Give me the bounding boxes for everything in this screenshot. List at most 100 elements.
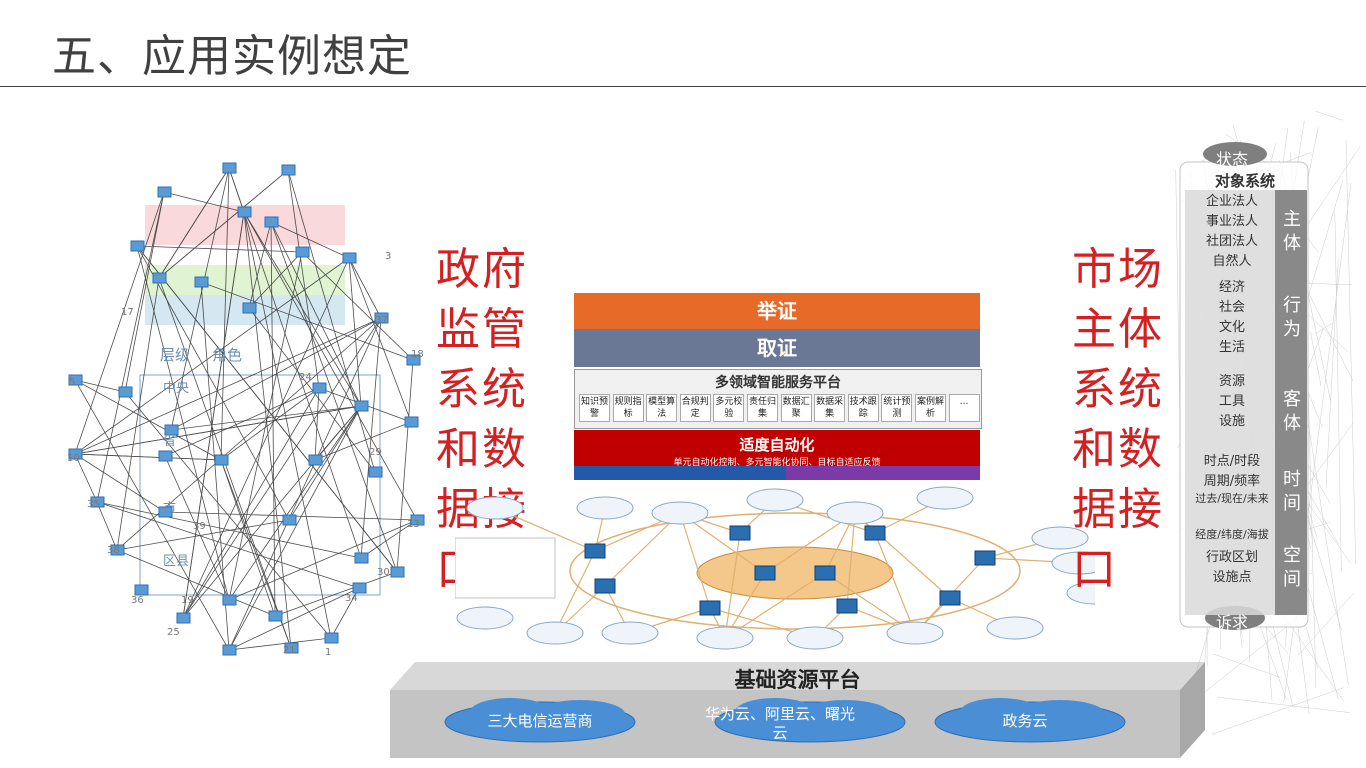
graph-edge <box>170 317 382 431</box>
computer-node-icon <box>354 400 369 412</box>
graph-edge <box>228 167 362 559</box>
computer-node-icon <box>284 642 299 654</box>
graph-edge <box>228 587 360 651</box>
computer-node-icon <box>352 582 367 594</box>
graph-edge <box>270 221 276 617</box>
graph-edge <box>182 211 245 619</box>
cloud-node-icon <box>601 621 659 645</box>
cloud-node-icon <box>786 626 844 650</box>
switch-icon <box>814 565 836 581</box>
service-item: 合规判定 <box>679 394 711 422</box>
computer-node-icon <box>152 272 167 284</box>
node-label: 34 <box>345 593 358 604</box>
object-attribute: 周期/频率 <box>1203 474 1261 489</box>
title-divider <box>0 86 1366 87</box>
graph-edge <box>200 281 414 361</box>
graph-edge <box>163 191 245 213</box>
base-platform-title: 基础资源平台 <box>734 668 861 692</box>
legend-level: 层级 <box>160 346 190 364</box>
computer-node-icon <box>118 386 133 398</box>
switch-icon <box>584 543 606 559</box>
service-item: 规则指标 <box>612 394 644 422</box>
node-label: 36 <box>131 595 144 606</box>
computer-node-icon <box>324 632 339 644</box>
cloud-node-icon <box>696 626 754 650</box>
level-city: 市 <box>163 500 176 516</box>
node-label: 1 <box>325 647 331 658</box>
computer-node-icon <box>282 514 297 526</box>
node-label: 17 <box>121 307 134 318</box>
computer-node-icon <box>404 416 419 428</box>
object-attribute: 行政区划 <box>1205 550 1258 565</box>
level-county: 区县 <box>163 554 189 569</box>
graph-edge <box>158 167 230 279</box>
computer-node-icon <box>130 240 145 252</box>
service-platform-title: 多领域智能服务平台 <box>715 375 841 391</box>
switch-icon <box>699 600 721 616</box>
graph-edge <box>116 277 160 551</box>
node-label: 37 <box>375 315 388 326</box>
service-item: 案例解析 <box>915 394 946 422</box>
computer-node-icon <box>268 610 283 622</box>
object-category-tag: 客体 <box>1283 389 1301 434</box>
graph-edge <box>182 405 362 619</box>
market-entity-network <box>1175 110 1361 735</box>
computer-node-icon <box>214 454 229 466</box>
graph-edge <box>228 251 303 601</box>
object-attribute: 时点/时段 <box>1203 454 1261 469</box>
cloud-node-icon <box>746 488 804 512</box>
page-title: 五、应用实例想定 <box>52 31 412 82</box>
cloud-node-icon <box>456 606 514 630</box>
graph-edge <box>74 379 230 651</box>
service-platform: 多领域智能服务平台 知识预警规则指标模型算法合规判定多元校验责任归集数据汇聚数据… <box>574 369 982 429</box>
graph-edge <box>360 519 418 559</box>
node-label: 25 <box>167 627 180 638</box>
service-item: 数据汇聚 <box>780 394 812 422</box>
node-label: 21 <box>283 645 296 656</box>
campus-network-topology <box>455 486 1095 650</box>
sub-layer-right <box>786 466 980 480</box>
object-category-tag: 行为 <box>1283 295 1301 340</box>
computer-node-icon <box>134 584 149 596</box>
node-label: 3 <box>385 251 391 262</box>
graph-edge <box>314 387 320 461</box>
computer-node-icon <box>68 374 83 386</box>
node-label: 10 <box>67 453 80 464</box>
graph-edge <box>116 549 276 617</box>
graph-edge <box>170 405 362 431</box>
graph-edge <box>74 453 98 503</box>
object-attribute: 设施点 <box>1212 570 1252 585</box>
computer-node-icon <box>281 164 296 176</box>
computer-node-icon <box>406 354 421 366</box>
node-label: 24 <box>299 372 312 383</box>
graph-edge <box>182 387 320 619</box>
graph-edge <box>243 211 418 521</box>
service-item: 责任归集 <box>747 394 778 422</box>
cloud-node-icon <box>886 621 944 645</box>
switch-icon <box>864 525 886 541</box>
graph-edge <box>288 405 362 521</box>
cloud-node-icon <box>1051 551 1095 575</box>
object-category-tag: 主体 <box>1283 209 1301 254</box>
cloud-node-icon <box>526 621 584 645</box>
graph-edge <box>270 221 362 407</box>
graph-edge <box>74 453 222 461</box>
automation-subtitle: 单元自动化控制、多元智能化协同、目标自适应反馈 <box>673 458 881 468</box>
object-attribute: 工具 <box>1218 394 1245 409</box>
computer-node-icon <box>158 450 173 462</box>
object-attribute: 资源 <box>1218 374 1245 389</box>
graph-edge <box>348 257 382 319</box>
object-attribute: 事业法人 <box>1205 214 1258 229</box>
cloud-node-icon <box>916 486 974 510</box>
graph-edge <box>136 245 303 253</box>
computer-node-icon <box>410 514 425 526</box>
computer-node-icon <box>222 594 237 606</box>
object-attribute: 社会 <box>1218 300 1245 315</box>
sub-layer-left <box>574 466 786 480</box>
switch-icon <box>939 590 961 606</box>
object-category-tag: 时间 <box>1283 469 1301 514</box>
computer-node-icon <box>312 382 327 394</box>
computer-node-icon <box>308 454 323 466</box>
graph-edge <box>116 519 290 551</box>
node-label: 29 <box>369 447 382 458</box>
